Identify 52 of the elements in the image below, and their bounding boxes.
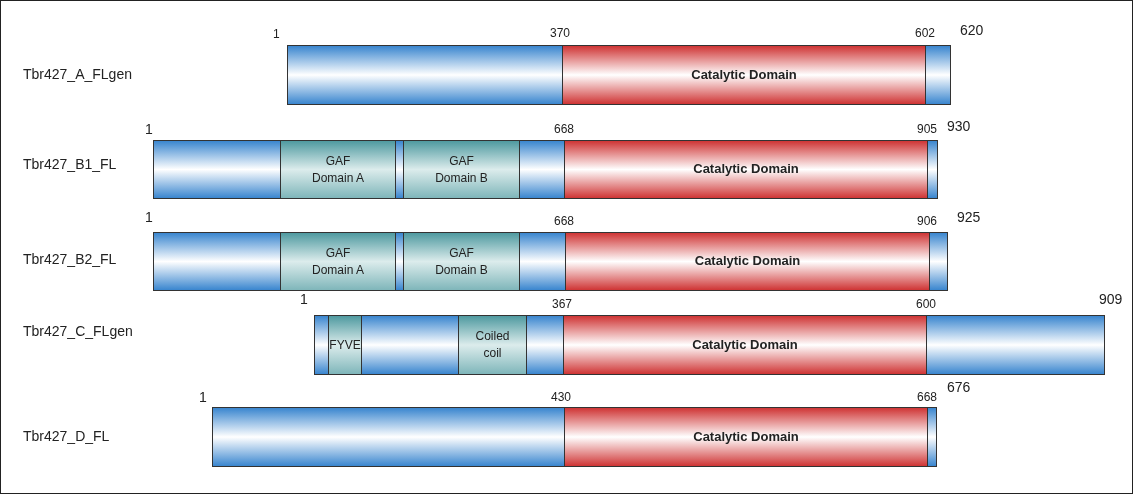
catalytic-domain — [564, 407, 928, 467]
residue-number: 1 — [273, 27, 280, 41]
residue-number: 925 — [957, 209, 981, 225]
residue-number: 905 — [917, 122, 938, 136]
protein-domain — [280, 140, 396, 199]
domain-label: Catalytic Domain — [693, 427, 799, 446]
protein-bar — [314, 315, 1105, 375]
residue-number: 1 — [145, 209, 153, 225]
residue-number: 676 — [947, 379, 971, 395]
protein-domain — [403, 232, 520, 291]
residue-number: 1 — [300, 291, 308, 307]
domain-label: GAF Domain A — [311, 244, 365, 279]
residue-number: 909 — [1099, 291, 1123, 307]
catalytic-domain — [563, 315, 927, 375]
residue-number: 600 — [916, 297, 937, 311]
catalytic-domain — [564, 140, 928, 199]
protein-name: Tbr427_D_FL — [23, 428, 110, 444]
residue-number: 1 — [199, 389, 207, 405]
domain-label: Catalytic Domain — [692, 335, 798, 354]
residue-number: 370 — [550, 26, 571, 40]
residue-number: 602 — [915, 26, 936, 40]
residue-number: 668 — [554, 122, 575, 136]
domain-label: Catalytic Domain — [691, 65, 797, 84]
protein-bar — [212, 407, 937, 467]
residue-number: 1 — [145, 121, 153, 137]
domain-label: Catalytic Domain — [693, 160, 799, 179]
protein-domain — [280, 232, 396, 291]
catalytic-domain — [565, 232, 930, 291]
residue-number: 620 — [960, 22, 984, 38]
domain-label: GAF Domain A — [311, 152, 365, 187]
protein-domain — [403, 140, 520, 199]
protein-name: Tbr427_A_FLgen — [23, 66, 132, 82]
residue-number: 430 — [551, 390, 572, 404]
protein-bar — [287, 45, 951, 105]
protein-name: Tbr427_B1_FL — [23, 156, 117, 172]
residue-number: 367 — [552, 297, 573, 311]
domain-label: GAF Domain B — [434, 244, 489, 279]
protein-bar — [153, 232, 948, 291]
catalytic-domain — [562, 45, 926, 105]
protein-name: Tbr427_C_FLgen — [23, 323, 133, 339]
domain-label: GAF Domain B — [434, 152, 489, 187]
residue-number: 906 — [917, 214, 938, 228]
protein-bar — [153, 140, 938, 199]
domain-label: Coiled coil — [475, 328, 510, 362]
residue-number: 668 — [917, 390, 938, 404]
domain-label: Catalytic Domain — [694, 252, 801, 271]
residue-number: 668 — [554, 214, 575, 228]
protein-name: Tbr427_B2_FL — [23, 251, 117, 267]
protein-domain — [458, 315, 527, 375]
domain-label: FYVE — [329, 336, 361, 354]
protein-domain — [328, 315, 362, 375]
residue-number: 930 — [947, 118, 971, 134]
